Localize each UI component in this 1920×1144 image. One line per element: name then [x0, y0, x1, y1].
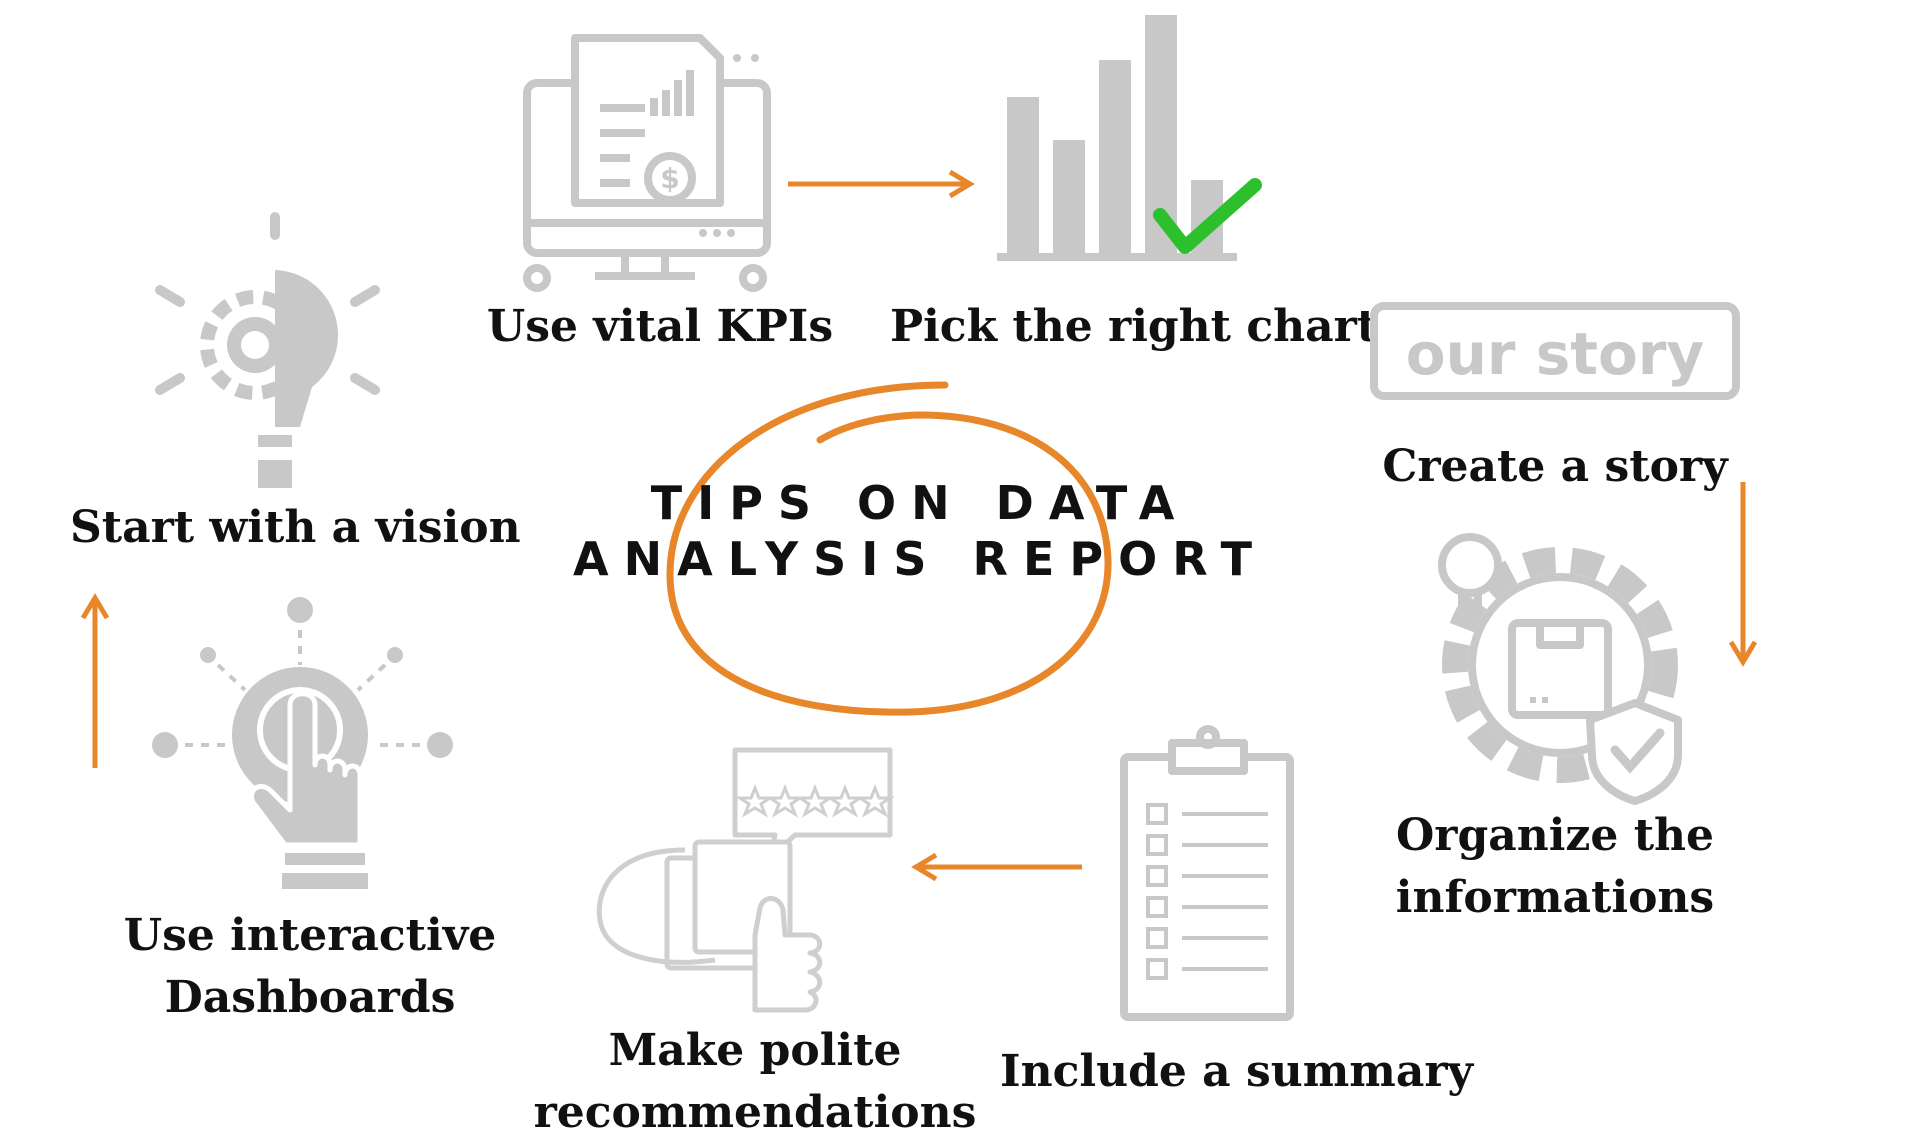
step-label-organize: Organize the informations	[1395, 810, 1715, 923]
title-line-1: TIPS ON DATA	[650, 476, 1190, 530]
kpi-report-monitor-icon: $	[523, 34, 771, 292]
clipboard-checklist-icon	[1120, 725, 1294, 1021]
bar-chart-check-icon	[997, 15, 1262, 261]
step-label-summary: Include a summary	[1000, 1046, 1474, 1097]
our-story-badge-text: our story	[1405, 320, 1705, 388]
gear-box-lightbulb-icon	[1438, 533, 1682, 805]
touch-dashboard-icon	[152, 597, 453, 889]
step-label-recommendations: Make polite recommendations	[533, 1025, 977, 1138]
lightbulb-gear-icon	[155, 212, 380, 488]
step-label-start-vision: Start with a vision	[70, 502, 521, 553]
svg-text:$: $	[660, 162, 679, 195]
step-label-right-chart: Pick the right chart	[890, 301, 1378, 352]
thumbs-up-review-icon	[596, 747, 895, 1013]
diagram-title: TIPS ON DATA ANALYSIS REPORT	[540, 475, 1300, 587]
step-label-vital-kpis: Use vital KPIs	[486, 301, 834, 352]
step-label-create-story: Create a story	[1382, 441, 1728, 492]
our-story-badge-icon: our story	[1370, 302, 1740, 400]
title-line-2: ANALYSIS REPORT	[573, 532, 1267, 586]
step-label-dashboards: Use interactive Dashboards	[123, 910, 497, 1023]
